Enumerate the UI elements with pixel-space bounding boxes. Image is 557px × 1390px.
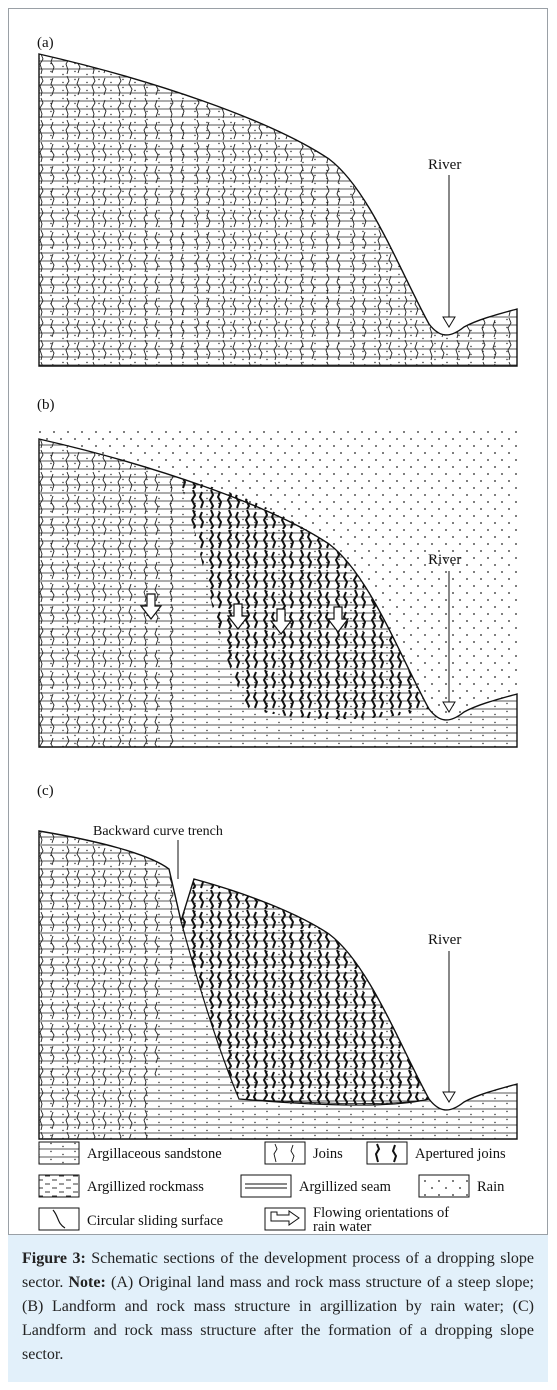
- panel-a-joints-fill: [39, 54, 517, 366]
- legend-label-flow-2: rain water: [313, 1219, 372, 1234]
- legend-label-flow-1: Flowing orientations of: [313, 1205, 449, 1221]
- panel-c-dropping-sector: [181, 879, 429, 1106]
- caption-note-label: Note:: [68, 1274, 106, 1291]
- legend-joints-icon: [273, 1143, 295, 1163]
- panel-b-joints-fill: [39, 439, 179, 747]
- caption-text: Schematic sections of the development pr…: [22, 1250, 534, 1291]
- panel-c-joints-fill: [39, 831, 181, 1139]
- figure-caption: Figure 3: Schematic sections of the deve…: [8, 1235, 548, 1382]
- panel-b-river-label: River: [428, 552, 461, 568]
- legend-curve-icon: [52, 1209, 66, 1229]
- panel-a-water-mark: [442, 316, 456, 328]
- legend-label-rain: Rain: [477, 1179, 505, 1195]
- legend-swatch-seam: [240, 1174, 292, 1198]
- figure-frame: (a) River (b) River (c) Backward: [8, 8, 548, 1235]
- panel-b-flow-arrow: [226, 603, 250, 630]
- legend-swatch-curve: [38, 1207, 80, 1231]
- legend-swatch-sandstone: [38, 1141, 80, 1165]
- panel-c-river-label: River: [428, 932, 461, 948]
- panel-c: (c) Backward curve trench River: [37, 783, 518, 1140]
- panel-b-flow-arrows: [139, 593, 350, 635]
- panel-b-flow-arrow: [139, 593, 163, 620]
- legend-apertured-icon: [374, 1143, 398, 1163]
- legend-swatch-joints: [264, 1141, 306, 1165]
- panel-a-label: (a): [37, 35, 54, 51]
- panel-b-flow-arrow: [269, 608, 293, 635]
- panel-b-water-mark: [442, 701, 456, 713]
- caption-prefix: Figure 3:: [22, 1250, 86, 1267]
- legend-swatch-rain: [418, 1174, 470, 1198]
- legend-label-apertured: Apertured joins: [415, 1146, 506, 1162]
- panel-a-river-label: River: [428, 157, 461, 173]
- panel-b: (b) River: [37, 397, 518, 748]
- caption-note-text: (A) Original land mass and rock mass str…: [22, 1274, 534, 1363]
- panel-b-label: (b): [37, 397, 55, 413]
- legend-swatch-apertured: [366, 1141, 408, 1165]
- panel-a: (a) River: [37, 35, 518, 367]
- legend-label-sandstone: Argillaceous sandstone: [87, 1146, 222, 1162]
- panel-c-callout-label: Backward curve trench: [93, 824, 223, 839]
- panel-c-water-mark: [442, 1091, 456, 1103]
- legend: Argillaceous sandstone Joins Apertured j…: [38, 1141, 506, 1235]
- panel-b-flow-arrow: [326, 606, 350, 633]
- legend-label-argillized: Argillized rockmass: [87, 1179, 204, 1195]
- figure-diagram: (a) River (b) River (c) Backward: [37, 35, 518, 1235]
- legend-flow-arrow-icon: [270, 1210, 300, 1226]
- legend-label-curve: Circular sliding surface: [87, 1213, 223, 1229]
- legend-label-seam: Argillized seam: [299, 1179, 392, 1195]
- legend-label-joints: Joins: [313, 1146, 343, 1162]
- legend-swatch-argillized: [38, 1174, 80, 1198]
- panel-c-label: (c): [37, 783, 54, 799]
- panel-c-argillized-seam: [238, 1098, 430, 1105]
- panel-b-argillized-zone: [179, 479, 429, 720]
